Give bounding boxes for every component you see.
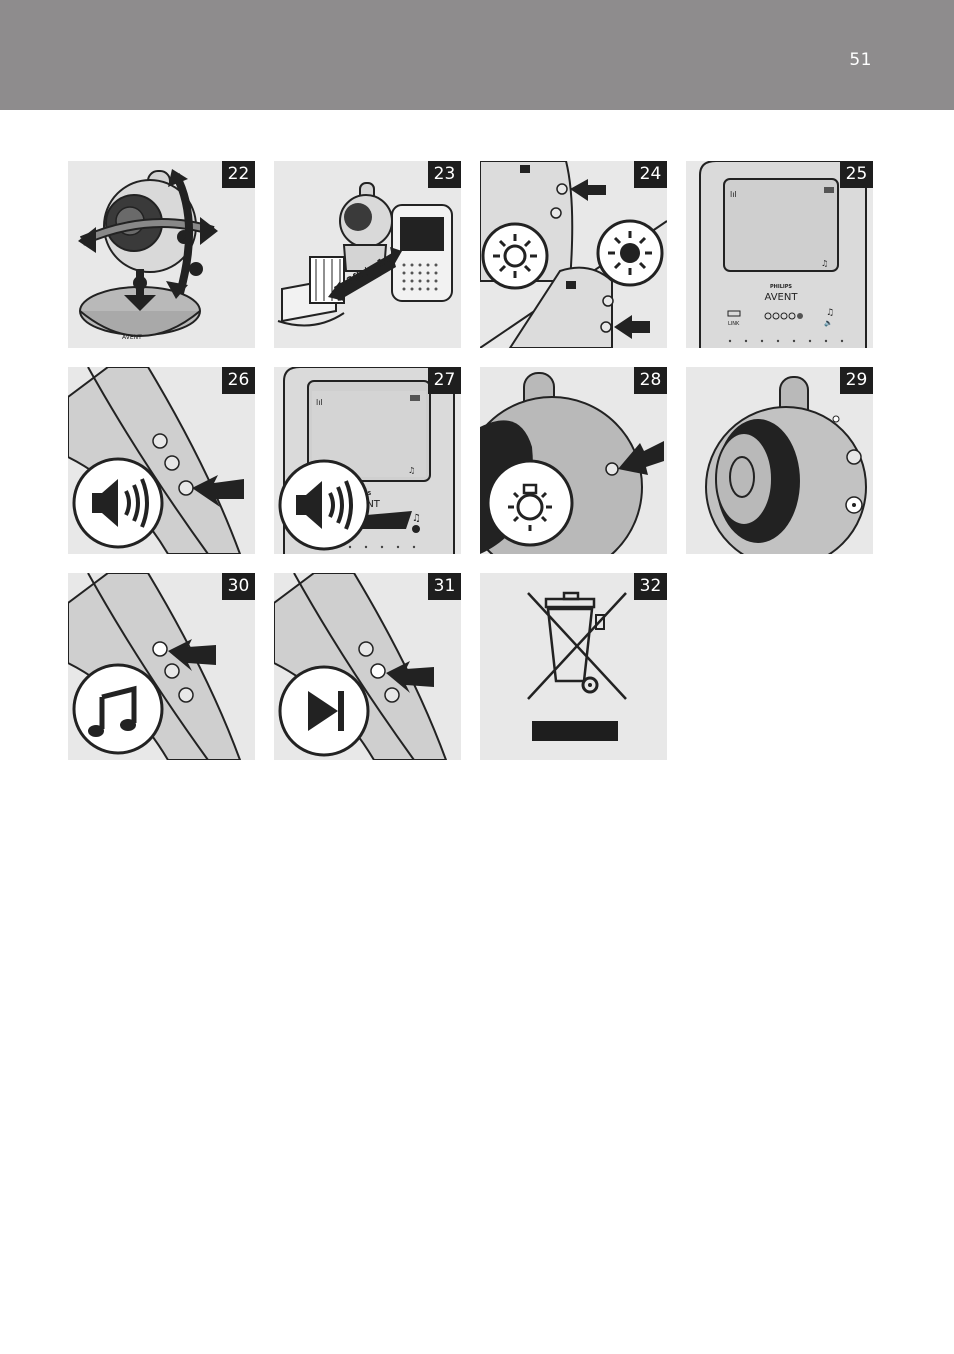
parent-unit-illustration: lıl ♫ PHILIPS AVENT LINK ♫ 🔈 [699, 161, 867, 348]
brand-philips: PHILIPS [770, 284, 792, 290]
step-label-2b: 2 [193, 266, 199, 276]
figure-next-track-button: 31 [274, 573, 461, 760]
volume-icon-small: 🔈 [824, 319, 833, 327]
music-icon-small: ♫ [821, 259, 828, 268]
brand-avent-partial: ENT [360, 499, 381, 510]
lullaby-illustration [68, 573, 242, 760]
figure-number: 25 [840, 161, 873, 188]
camera-front-illustration [705, 376, 867, 554]
music-icon: ♫ [412, 513, 421, 524]
base-brand: AVENT [122, 334, 142, 341]
figure-number: 28 [634, 367, 667, 394]
step-label-2a: 2 [181, 234, 187, 244]
music-icon: ♫ [826, 308, 834, 318]
page-header: 51 [0, 0, 954, 110]
figure-number: 29 [840, 367, 873, 394]
figure-nightlight-button: 28 [480, 367, 667, 554]
figure-parent-unit-front: lıl ♫ PHILIPS AVENT LINK ♫ 🔈 25 [686, 161, 873, 348]
weee-bin-icon [527, 591, 627, 741]
brightness-illustration [480, 161, 667, 348]
figure-weee-bin: 32 [480, 573, 667, 760]
figure-number: 27 [428, 367, 461, 394]
figure-number: 22 [222, 161, 255, 188]
page-number: 51 [849, 50, 872, 70]
figure-number: 32 [634, 573, 667, 600]
figure-camera-rotate: 1 2 2 AVENT 22 [68, 161, 255, 348]
step-label-1: 1 [137, 280, 143, 290]
link-label: LINK [728, 321, 740, 327]
figure-brightness: 24 [480, 161, 667, 348]
music-icon-small: ♫ [408, 466, 415, 475]
signal-icon: lıl [316, 398, 323, 407]
figure-volume-button: 26 [68, 367, 255, 554]
figure-number: 26 [222, 367, 255, 394]
nightlight-illustration [480, 372, 664, 554]
signal-icon: lıl [730, 190, 737, 199]
volume-screen-illustration: lıl ♫ PS ENT ♫ [278, 367, 455, 554]
figure-number: 23 [428, 161, 461, 188]
brand-avent: AVENT [765, 292, 799, 303]
figure-number: 30 [222, 573, 255, 600]
figure-distance: >3ft / >1m 23 [274, 161, 461, 348]
figure-number: 31 [428, 573, 461, 600]
next-track-illustration [274, 573, 448, 760]
figure-camera-front: 29 [686, 367, 873, 554]
figure-number: 24 [634, 161, 667, 188]
volume-button-illustration [68, 367, 244, 554]
figure-volume-screen: lıl ♫ PS ENT ♫ 27 [274, 367, 461, 554]
camera-rotate-illustration: 1 2 2 AVENT [78, 169, 218, 341]
figure-lullaby-button: 30 [68, 573, 255, 760]
distance-illustration: >3ft / >1m [277, 182, 453, 327]
